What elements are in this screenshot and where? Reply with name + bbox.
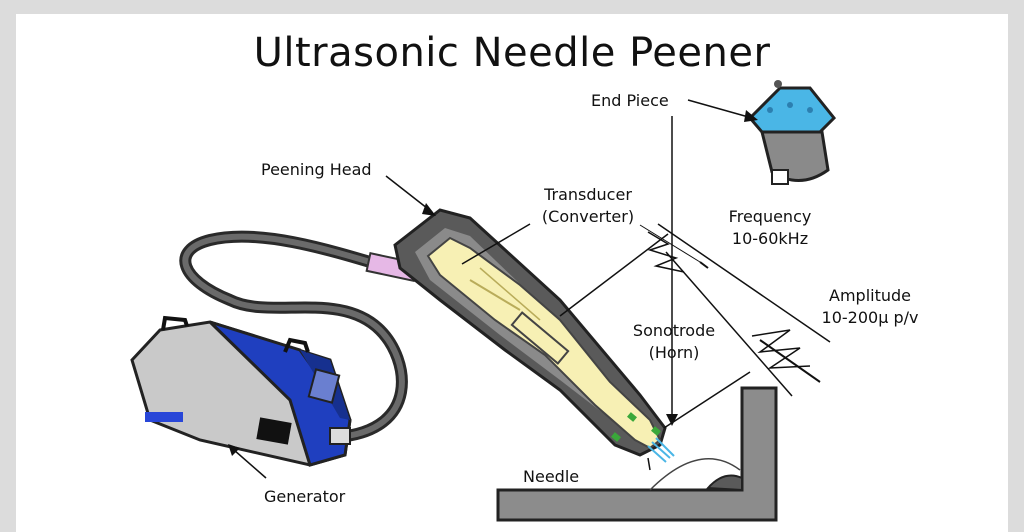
diagram-title: Ultrasonic Needle Peener xyxy=(253,30,771,76)
label-end-piece: End Piece xyxy=(591,91,669,110)
frequency-wave xyxy=(639,224,709,273)
generator-unit xyxy=(130,315,352,467)
label-peening-head: Peening Head xyxy=(261,160,372,179)
label-sonotrode-line1: Sonotrode xyxy=(632,321,716,340)
needles xyxy=(647,437,675,463)
leader-lines xyxy=(233,99,831,479)
label-frequency: Frequency 10-60kHz xyxy=(716,206,824,250)
leader-arrowheads xyxy=(228,110,758,456)
end-piece-part xyxy=(747,80,837,185)
label-amplitude-line1: Amplitude xyxy=(829,286,911,305)
label-amplitude: Amplitude 10-200µ p/v xyxy=(806,285,934,329)
label-sonotrode: Sonotrode (Horn) xyxy=(624,320,724,364)
label-transducer-line2: (Converter) xyxy=(541,207,635,226)
label-frequency-line2: 10-60kHz xyxy=(731,229,809,248)
label-amplitude-line2: 10-200µ p/v xyxy=(821,308,919,327)
label-transducer-line1: Transducer xyxy=(544,185,632,204)
transducer-assembly xyxy=(426,236,662,450)
label-frequency-line1: Frequency xyxy=(728,207,812,226)
amplitude-wave xyxy=(751,329,821,383)
tip-seals xyxy=(611,412,661,442)
workpiece xyxy=(496,386,778,522)
label-generator: Generator xyxy=(264,487,346,506)
label-sonotrode-line2: (Horn) xyxy=(648,343,700,362)
label-needle: Needle xyxy=(523,467,580,486)
label-transducer: Transducer (Converter) xyxy=(534,184,642,228)
